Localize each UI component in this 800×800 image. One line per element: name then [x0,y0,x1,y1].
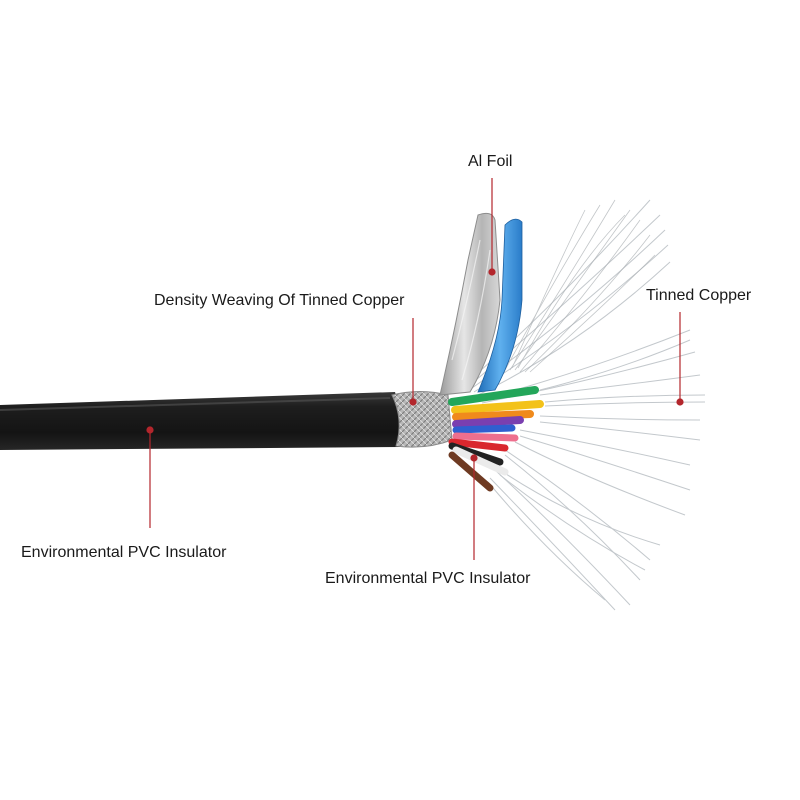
leader-pvc-jacket-dot [146,426,154,434]
label-tinned-copper: Tinned Copper [646,287,752,304]
label-density-weaving: Density Weaving Of Tinned Copper [154,292,405,309]
leader-tinned-copper-dot [676,398,684,406]
copper-strand-fan-top [504,199,656,373]
leader-lines [146,178,684,560]
label-al-foil: Al Foil [468,153,513,170]
label-pvc-jacket: Environmental PVC Insulator [21,544,227,561]
leader-pvc-core-dot [470,454,478,462]
tinned-copper-strands [469,199,706,611]
pvc-jacket [0,392,402,450]
blue-wrap-layer [477,218,523,393]
braided-shield [391,391,453,448]
conductor-cores [448,386,544,492]
label-pvc-core: Environmental PVC Insulator [325,570,531,587]
jacket-highlight [0,397,391,411]
leader-al-foil-dot [488,268,496,276]
leader-density-weaving-dot [409,398,417,406]
